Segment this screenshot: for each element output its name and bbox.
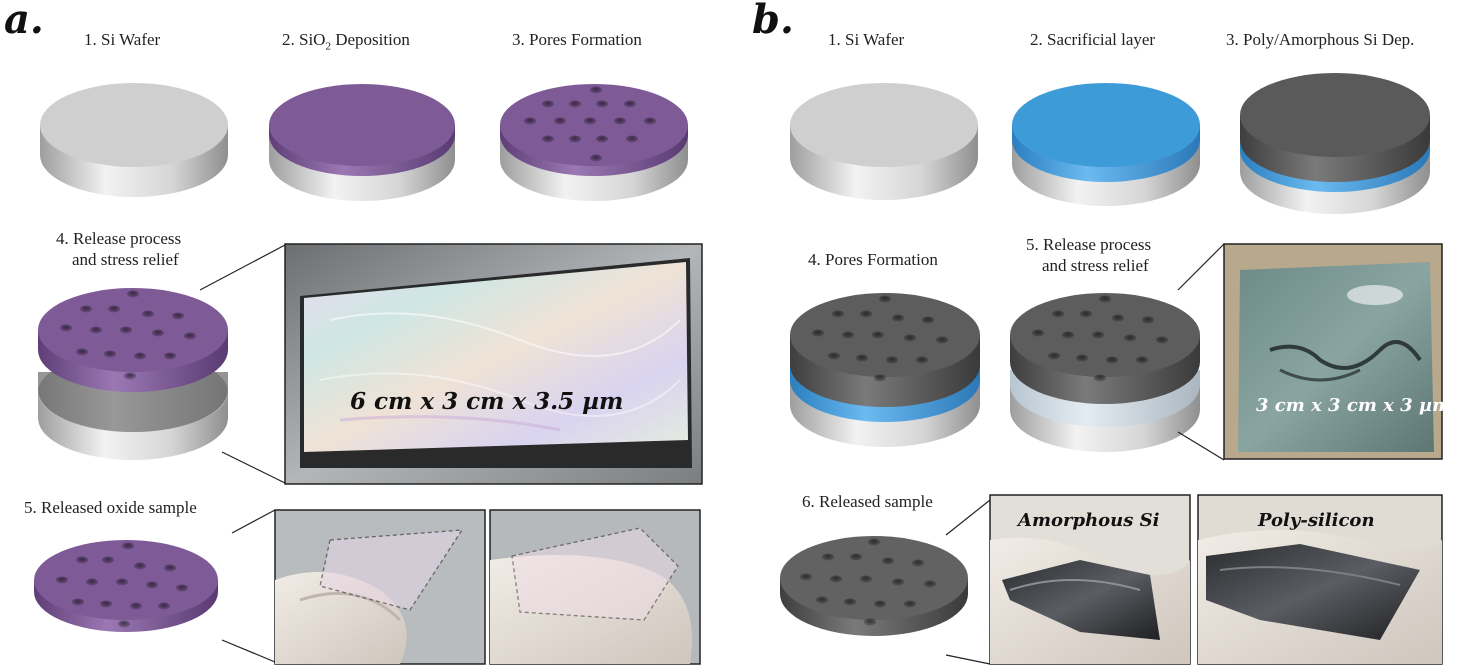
b-released-sample [780,536,968,636]
b-step5-label: 5. Release process and stress relief [1026,235,1152,275]
a-photo-dimensions: 6 cm x 3 cm x 3.5 µm [350,388,624,415]
b-photo-poly-label: Poly-silicon [1258,510,1375,531]
a-photo-glove-1 [274,509,486,665]
a-callout-lines [199,244,286,663]
b-step2-label: 2. Sacrificial layer [1030,30,1156,49]
b-step1-label: 1. Si Wafer [828,30,905,49]
b-photo-amorphous-label: Amorphous Si [1018,510,1160,531]
a-step1-label: 1. Si Wafer [84,30,161,49]
b-photo-film [1223,243,1443,460]
b-step3-label: 3. Poly/Amorphous Si Dep. [1226,30,1415,49]
b-photo-poly [1197,494,1443,665]
a-step3-label: 3. Pores Formation [512,30,642,49]
a-release-wafer [38,288,228,460]
a-pores-wafer [500,84,688,201]
b-callout-lines [945,243,1225,665]
a-step4-label: 4. Release process and stress relief [56,229,182,269]
panel-b-letter: b. [752,0,794,43]
b-step6-label: 6. Released sample [802,492,933,511]
b-photo-dimensions: 3 cm x 3 cm x 3 µm [1256,395,1452,416]
b-pores-wafer [790,293,980,447]
b-si-wafer [790,83,978,200]
a-oxide-wafer [269,84,455,201]
b-sacrificial-wafer [1012,83,1200,206]
b-poly-wafer [1240,73,1430,214]
a-photo-glove-2 [489,509,701,665]
a-step5-label: 5. Released oxide sample [24,498,197,517]
b-photo-amorphous [989,494,1191,665]
a-si-wafer [40,83,228,197]
a-photo-film [284,243,703,485]
a-step2-label: 2. SiO2 Deposition [282,30,410,53]
a-released-oxide [34,540,218,632]
panel-a-letter: a. [4,0,44,43]
b-release-wafer [1010,293,1200,452]
b-step4-label: 4. Pores Formation [808,250,938,269]
